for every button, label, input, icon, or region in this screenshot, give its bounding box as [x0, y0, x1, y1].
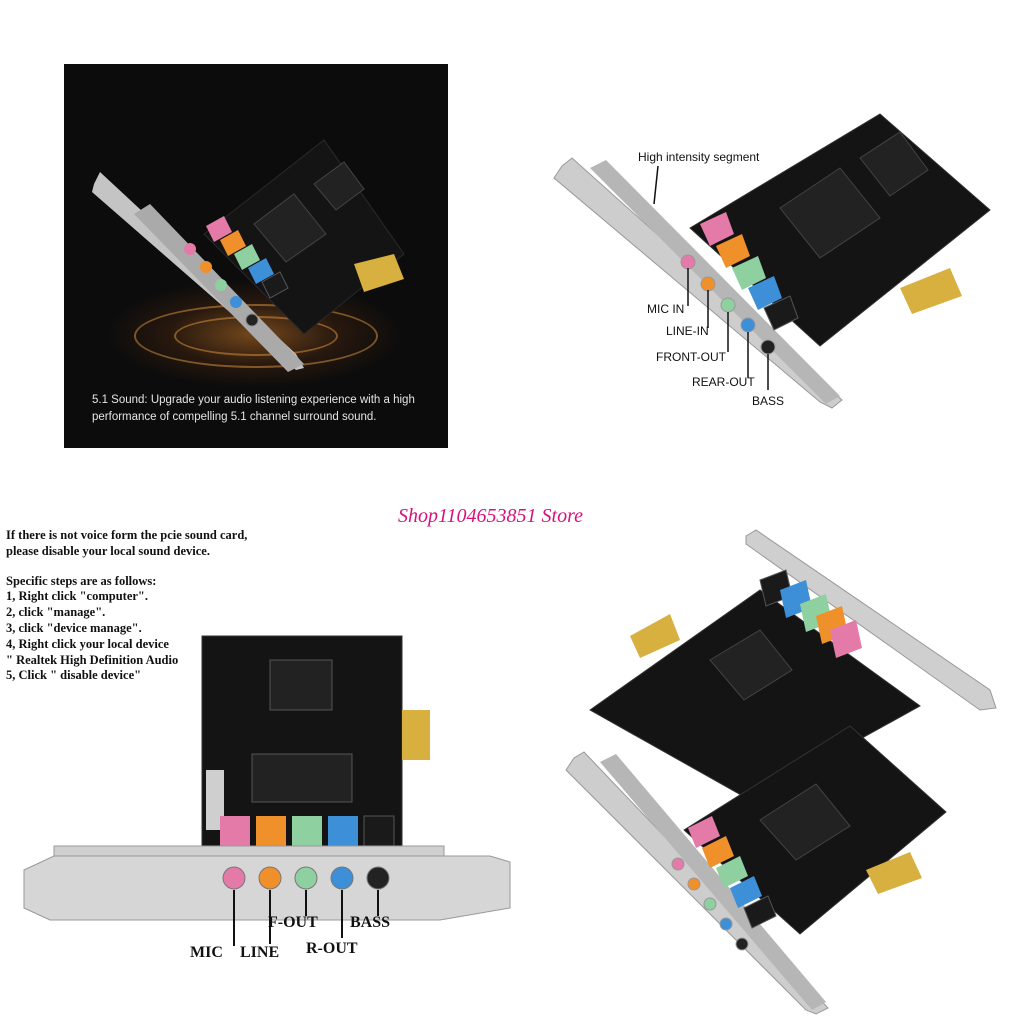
glow-ring — [134, 304, 378, 368]
sound-card-pair-image — [565, 529, 997, 1015]
caption: 5.1 Sound: Upgrade your audio listening … — [92, 392, 432, 426]
instruction-line: 2, click "manage". — [6, 605, 106, 620]
instruction-line: If there is not voice form the pcie soun… — [6, 528, 248, 542]
product-photo-dark: 5.1 Sound: Upgrade your audio listening … — [64, 64, 448, 448]
sound-card-labeled-image — [553, 113, 991, 409]
sound-card-image — [92, 139, 405, 372]
caption-line: 5.1 Sound: Upgrade your audio listening … — [92, 394, 415, 406]
instruction-line: Specific steps are as follows: — [6, 573, 157, 588]
instruction-line: 3, click "device manage". — [6, 620, 142, 635]
instruction-line: 4, Right click your local device — [6, 636, 169, 651]
port-label-bass: BASS — [752, 394, 785, 408]
port-label-r-out: R-OUT — [306, 940, 358, 957]
spacer — [6, 560, 306, 574]
instruction-line: 1, Right click "computer". — [6, 589, 148, 604]
segment-label: High intensity segment — [638, 150, 760, 164]
caption-line: performance of compelling 5.1 channel su… — [92, 411, 377, 423]
store-name: Shop1104653851 Store — [398, 505, 583, 527]
port-label-line-in: LINE-IN — [666, 324, 709, 338]
port-label-rear-out: REAR-OUT — [692, 375, 755, 389]
instruction-line: please disable your local sound device. — [6, 543, 210, 558]
port-label-front-out: FRONT-OUT — [656, 350, 726, 364]
port-label-line: LINE — [240, 944, 280, 961]
port-label-mic: MIC — [190, 944, 223, 961]
sound-card-front-image — [23, 635, 511, 946]
port-label-mic-in: MIC IN — [647, 302, 685, 316]
instruction-line: " Realtek High Definition Audio — [6, 652, 179, 667]
port-label-bass: BASS — [350, 914, 391, 931]
instructions-text: If there is not voice form the pcie soun… — [6, 528, 306, 684]
instruction-line: 5, Click " disable device" — [6, 668, 142, 683]
port-label-f-out: F-OUT — [268, 914, 318, 931]
